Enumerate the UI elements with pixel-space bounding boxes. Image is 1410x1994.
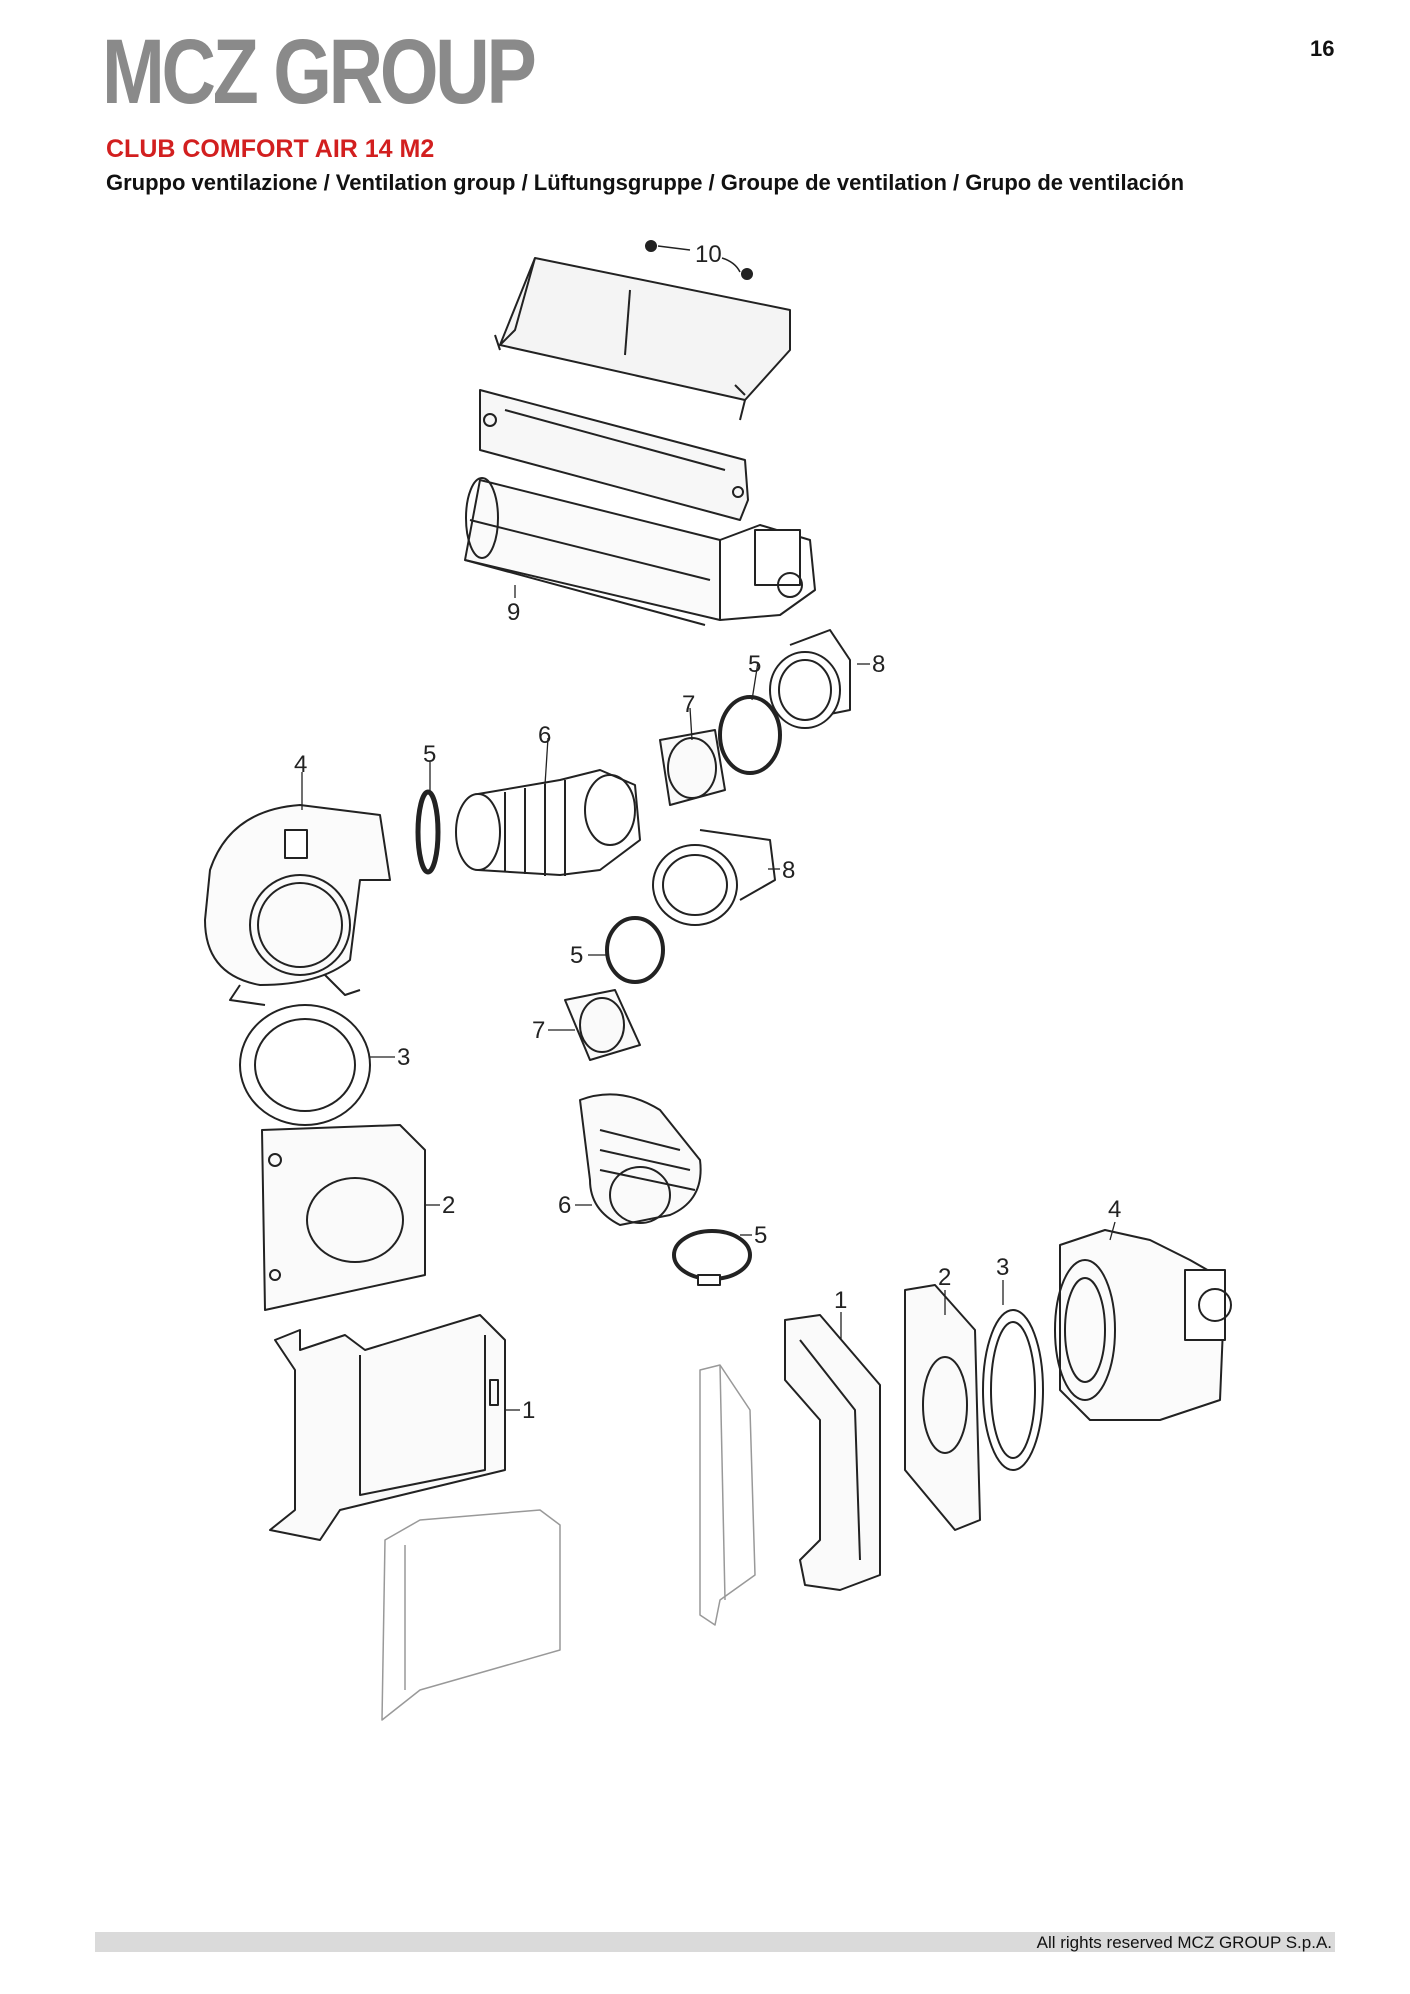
part-mounting-plate-left [261,1124,426,1311]
callout-6-lower: 6 [558,1192,571,1219]
part-side-panel-left [381,1509,561,1721]
part-gasket-ring-left [239,1004,371,1126]
callout-5-lower: 5 [754,1222,767,1249]
callout-9: 9 [507,599,520,626]
callout-4-right: 4 [1108,1196,1121,1223]
footer-bar [95,1932,1335,1952]
callout-7-upper: 7 [682,691,695,718]
callout-8-lower: 8 [782,857,795,884]
part-bracket-plate [479,389,749,521]
part-elbow-upper [769,629,851,729]
page-number: 16 [1310,36,1335,61]
callout-5-mid: 5 [570,942,583,969]
part-clamp-ring-c [605,916,665,984]
part-bellows-duct-upper [455,769,641,876]
model-title: CLUB COMFORT AIR 14 M2 [106,135,435,163]
part-side-panel-middle [699,1364,756,1626]
callout-2-left: 2 [442,1192,455,1219]
part-flange-b [564,989,641,1061]
callout-2-right: 2 [938,1264,951,1291]
part-flange-a [659,729,726,806]
callout-1-right: 1 [834,1287,847,1314]
callout-leader-lines [301,585,1116,1411]
part-gasket-ring-right [982,1309,1044,1471]
callout-3-left: 3 [397,1044,410,1071]
part-elbow-lower [652,829,776,926]
callout-7-lower: 7 [532,1017,545,1044]
screw-icon [645,240,753,280]
part-spring-clamp-b [415,789,441,875]
company-logo: MCZ GROUP [102,21,537,123]
part-bellows-duct-lower [579,1093,702,1226]
part-mounting-plate-right [904,1284,981,1531]
part-centrifugal-blower-left [204,804,391,1006]
part-centrifugal-blower-right [1054,1229,1232,1421]
callout-8-upper: 8 [872,651,885,678]
callout-5-upper: 5 [748,651,761,678]
part-clamp-ring-a [718,695,782,775]
callout-6-upper: 6 [538,722,551,749]
callout-4-left: 4 [294,751,307,778]
callout-3-right: 3 [996,1254,1009,1281]
part-cover-plate [494,257,791,421]
callout-5-spring: 5 [423,741,436,768]
section-subtitle: Gruppo ventilazione / Ventilation group … [106,170,1185,195]
callout-labels: 10 9 8 5 7 6 5 4 8 5 7 3 2 6 5 1 4 3 2 1 [294,241,1121,1424]
part-frame-bracket-left [269,1314,506,1541]
part-clamp-ring-d [672,1229,752,1286]
part-frame-bracket-right [784,1314,881,1591]
footer-copyright: All rights reserved MCZ GROUP S.p.A. [1036,1933,1332,1952]
callout-1-left: 1 [522,1397,535,1424]
callout-10: 10 [695,241,722,268]
part-tangential-fan [464,477,816,626]
